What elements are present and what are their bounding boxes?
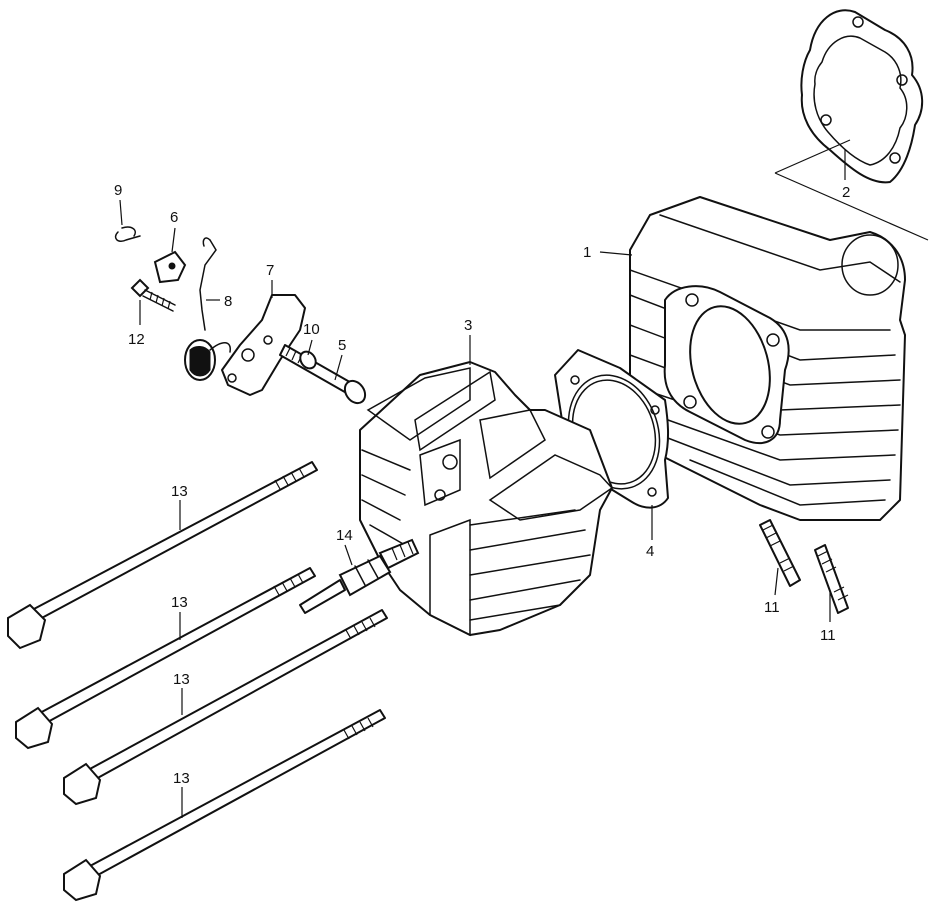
callout-14: 14 [336,527,353,544]
callout-11b: 11 [820,627,836,644]
bolt-part-5 [279,344,367,405]
base-gasket-part-2 [800,9,924,184]
small-bolt-part-12 [130,278,176,312]
cylinder-part-1 [629,196,906,521]
stud-part-11b [814,544,849,614]
bracket-part-7 [221,294,306,396]
through-bolt-part-13c [63,609,388,806]
clip-part-9 [114,226,141,243]
callout-13b: 13 [171,594,188,611]
stud-part-11a [759,519,801,587]
washer-leader-10 [307,339,313,356]
cylinder-head-part-3 [359,361,614,637]
spring-part-8 [184,237,231,381]
stud-leader-11a [774,567,779,596]
callout-13c: 13 [173,671,190,688]
callout-13a: 13 [171,483,188,500]
callout-5: 5 [338,337,346,354]
callout-13d: 13 [173,770,190,787]
callout-4: 4 [646,543,654,560]
through-bolt-part-13a [7,461,318,650]
collar-part-6 [153,250,187,284]
collar-leader-6 [171,227,176,253]
spark-plug-part-14 [299,538,420,614]
callout-6: 6 [170,209,178,226]
clip-leader-9 [119,199,123,226]
washer-part-10 [299,350,317,370]
callout-12: 12 [128,331,145,348]
spark-plug-leader-14 [344,544,353,566]
callout-10: 10 [303,321,320,338]
callout-9: 9 [114,182,122,199]
callout-2: 2 [842,184,850,201]
gasket-leader-2 [774,139,929,241]
callout-3: 3 [464,317,472,334]
through-bolt-part-13b [15,567,316,750]
through-bolt-part-13d [63,709,386,902]
callout-1: 1 [583,244,591,261]
callout-11a: 11 [764,599,780,616]
bolt-leader-5 [334,354,343,381]
callout-8: 8 [224,293,232,310]
callout-7: 7 [266,262,274,279]
cylinder-leader-1 [599,251,633,256]
